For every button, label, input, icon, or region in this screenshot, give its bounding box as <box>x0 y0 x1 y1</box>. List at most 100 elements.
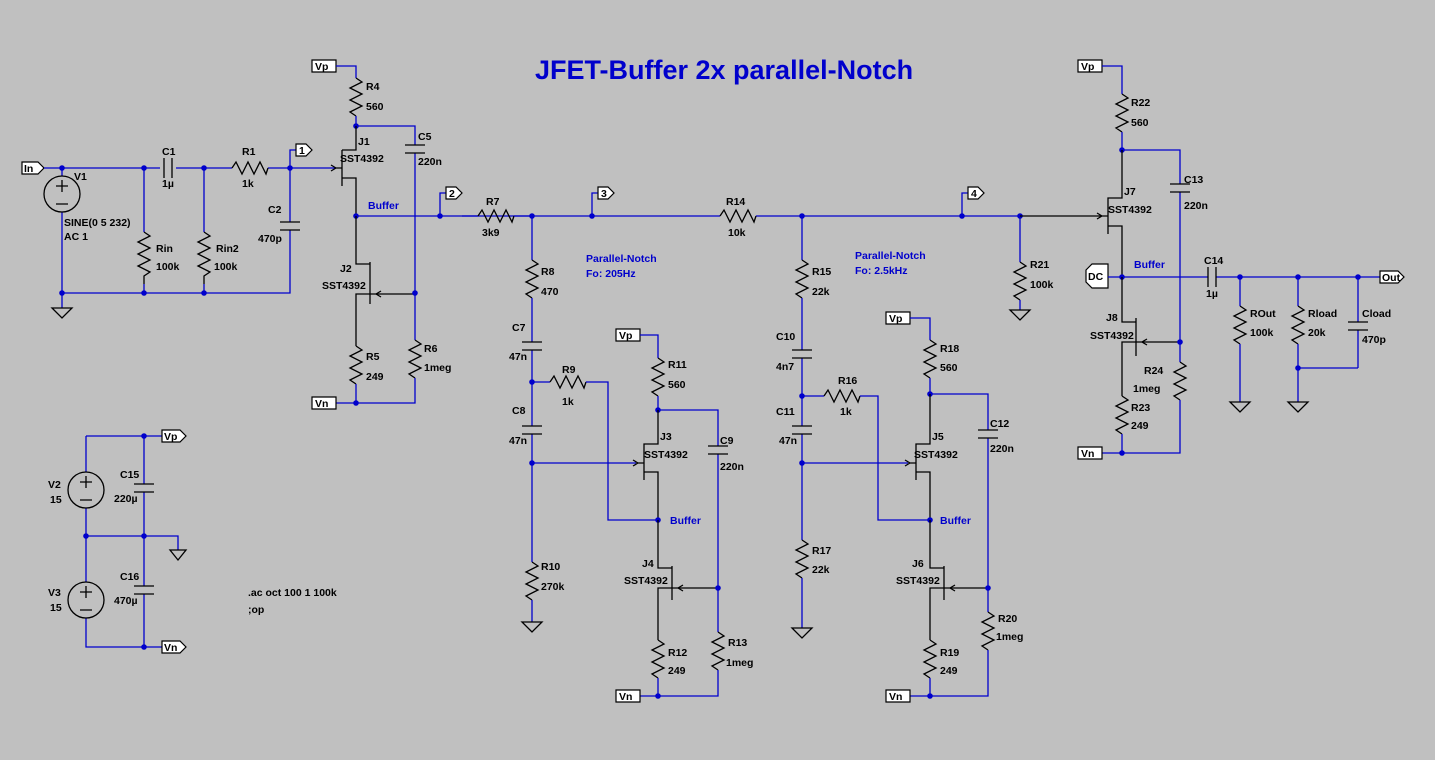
r13-resistor <box>710 631 726 671</box>
r6-name: R6 <box>424 343 438 355</box>
vn-label-supply: Vn <box>164 642 177 654</box>
rout-value: 100k <box>1250 327 1274 339</box>
c7-value: 47n <box>509 351 527 363</box>
c15-value: 220µ <box>114 493 138 505</box>
c5-capacitor <box>405 144 425 154</box>
r10-name: R10 <box>541 561 560 573</box>
port-1-label: 1 <box>299 145 305 157</box>
vn-flag-supply <box>161 640 187 654</box>
c5-name: C5 <box>418 131 432 143</box>
port-out-label: Out <box>1382 272 1401 284</box>
r23-resistor <box>1114 395 1130 435</box>
power-supply: V2 15 V3 15 C15 220µ C16 470µ Vp Vn <box>48 429 188 654</box>
r10-resistor <box>524 561 540 601</box>
r22-resistor <box>1114 93 1130 133</box>
r12-name: R12 <box>668 647 687 659</box>
c9-capacitor <box>708 445 728 455</box>
r23-value: 249 <box>1131 420 1149 432</box>
j4-jfet <box>657 520 718 640</box>
spice-directive-ac: .ac oct 100 1 100k <box>248 587 337 599</box>
r12-value: 249 <box>668 665 686 677</box>
vn-flag-3 <box>615 689 641 703</box>
rload-resistor <box>1290 305 1306 345</box>
c15-capacitor <box>134 483 154 493</box>
c11-name: C11 <box>776 406 795 418</box>
port-2-label: 2 <box>449 188 455 200</box>
c13-value: 220n <box>1184 200 1208 212</box>
j2-jfet <box>355 216 415 346</box>
r5-resistor <box>348 345 364 385</box>
buffer-label-7: Buffer <box>1134 259 1165 271</box>
vp-flag-supply <box>161 429 187 443</box>
r15-name: R15 <box>812 266 831 278</box>
r12-resistor <box>650 639 666 679</box>
ground-symbol-notch2 <box>790 627 814 639</box>
port-3-flag <box>597 186 615 200</box>
buffer-label-1: Buffer <box>368 200 399 212</box>
r11-resistor <box>650 357 666 397</box>
input-stage: In 1 V1 SINE(0 5 232) AC 1 C1 1µ R1 1k R… <box>21 143 336 319</box>
cload-name: Cload <box>1362 308 1391 320</box>
c15-name: C15 <box>120 469 139 481</box>
vp-label-7: Vp <box>1081 61 1094 73</box>
r6-resistor <box>407 339 423 379</box>
c16-name: C16 <box>120 571 139 583</box>
r22-value: 560 <box>1131 117 1149 129</box>
schematic-title: JFET-Buffer 2x parallel-Notch <box>535 55 913 85</box>
r17-name: R17 <box>812 545 831 557</box>
rload-name: Rload <box>1308 308 1337 320</box>
c2-name: C2 <box>268 204 282 216</box>
c8-value: 47n <box>509 435 527 447</box>
v1-value: SINE(0 5 232) <box>64 217 131 229</box>
c2-value: 470p <box>258 233 282 245</box>
r8-value: 470 <box>541 286 559 298</box>
port-4-flag <box>967 186 985 200</box>
vn-flag-1 <box>311 396 337 410</box>
r19-resistor <box>922 639 938 679</box>
r18-name: R18 <box>940 343 959 355</box>
c10-name: C10 <box>776 331 795 343</box>
r14-name: R14 <box>726 196 745 208</box>
c13-capacitor <box>1170 183 1190 193</box>
port-dc-flag <box>1085 263 1109 289</box>
j1-value: SST4392 <box>340 153 384 165</box>
v2-name: V2 <box>48 479 61 491</box>
c10-capacitor <box>792 349 812 359</box>
r16-name: R16 <box>838 375 857 387</box>
j3-value: SST4392 <box>644 449 688 461</box>
j8-jfet <box>1121 277 1180 396</box>
r13-value: 1meg <box>726 657 753 669</box>
c9-name: C9 <box>720 435 734 447</box>
rin-resistor <box>136 231 152 284</box>
r4-value: 560 <box>366 101 384 113</box>
c5-value: 220n <box>418 156 442 168</box>
port-dc-label: DC <box>1088 271 1104 283</box>
vp-flag-7 <box>1077 59 1103 73</box>
v2-value: 15 <box>50 494 62 506</box>
notch-stage-1: R7 3k9 3 Parallel-Notch Fo: 205Hz R8 470… <box>462 186 1020 703</box>
r14-resistor <box>719 208 757 224</box>
c2-capacitor <box>280 221 300 231</box>
ground-symbol-r21 <box>1008 309 1032 321</box>
r20-resistor <box>980 611 996 651</box>
r15-resistor <box>794 259 810 299</box>
r16-resistor <box>823 388 861 404</box>
c14-name: C14 <box>1204 255 1223 267</box>
r8-name: R8 <box>541 266 555 278</box>
c8-name: C8 <box>512 405 526 417</box>
j2-name: J2 <box>340 263 352 275</box>
r7-value: 3k9 <box>482 227 500 239</box>
rin-value: 100k <box>156 261 180 273</box>
v2-dc-source <box>67 471 105 509</box>
r19-value: 249 <box>940 665 958 677</box>
r20-value: 1meg <box>996 631 1023 643</box>
r9-value: 1k <box>562 396 574 408</box>
rload-value: 20k <box>1308 327 1326 339</box>
notch-stage-2: R14 10k 4 Parallel-Notch Fo: 2.5kHz R21 … <box>719 186 1054 703</box>
vp-flag-3 <box>615 328 641 342</box>
r10-value: 270k <box>541 581 565 593</box>
c16-capacitor <box>134 585 154 595</box>
r24-name: R24 <box>1144 365 1163 377</box>
vn-label-3: Vn <box>619 691 632 703</box>
j5-value: SST4392 <box>914 449 958 461</box>
